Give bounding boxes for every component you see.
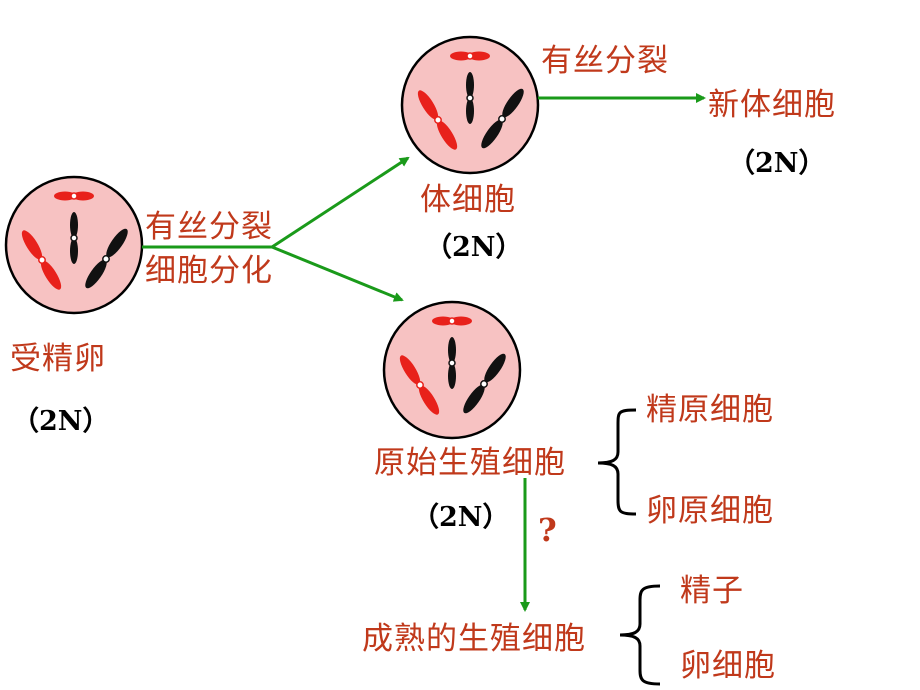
primordial-germ-cell-icon — [382, 300, 522, 440]
spermatogonium-label: 精原细胞 — [646, 392, 774, 428]
new-somatic-ploidy: （2N） — [728, 148, 826, 179]
zygote-ploidy: （2N） — [12, 406, 110, 437]
somatic-cell-icon — [400, 35, 540, 175]
mitosis-label: 有丝分裂 — [145, 209, 273, 245]
arrow-to-somatic-icon — [271, 156, 410, 249]
somatic-cell-label: 体细胞 — [420, 182, 516, 218]
brace-icon — [619, 584, 661, 686]
zygote-label: 受精卵 — [10, 341, 106, 377]
arrow-to-germ-icon — [271, 245, 404, 302]
sperm-label: 精子 — [680, 573, 744, 609]
somatic-ploidy: （2N） — [425, 232, 523, 263]
differentiation-label: 细胞分化 — [145, 253, 273, 289]
oogonium-label: 卵原细胞 — [646, 493, 774, 529]
new-somatic-cell-label: 新体细胞 — [708, 87, 836, 123]
egg-cell-label: 卵细胞 — [680, 648, 776, 684]
primordial-germ-cell-label: 原始生殖细胞 — [374, 445, 566, 481]
mature-germ-cell-label: 成熟的生殖细胞 — [362, 621, 586, 657]
primordial-ploidy: （2N） — [412, 502, 510, 533]
zygote-cell-icon — [4, 175, 144, 315]
brace-icon — [597, 408, 637, 516]
question-mark: ? — [538, 511, 557, 549]
mitosis-label-2: 有丝分裂 — [541, 43, 669, 79]
